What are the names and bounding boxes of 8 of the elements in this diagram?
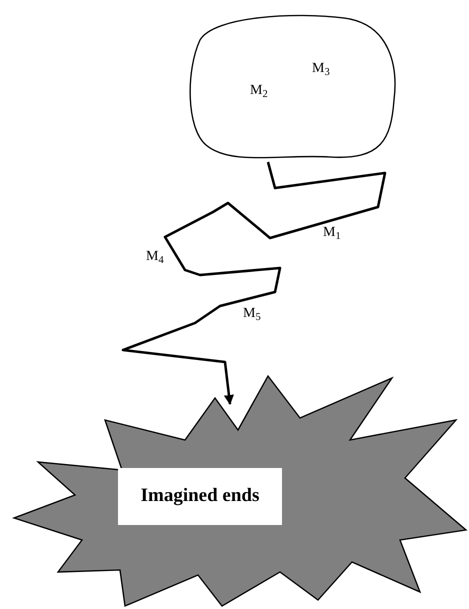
starburst-shape (10, 372, 468, 608)
math-label: M$_{3}$ (312, 62, 330, 76)
math-label: M$_{1}$ (323, 226, 341, 240)
arrow (122, 162, 386, 405)
math-label: M$_{5}$ (243, 307, 261, 321)
math-label: M$_{4}$ (146, 250, 164, 264)
math-label: M$_{2}$ (250, 84, 268, 98)
text-box: Imagined ends (118, 468, 282, 525)
